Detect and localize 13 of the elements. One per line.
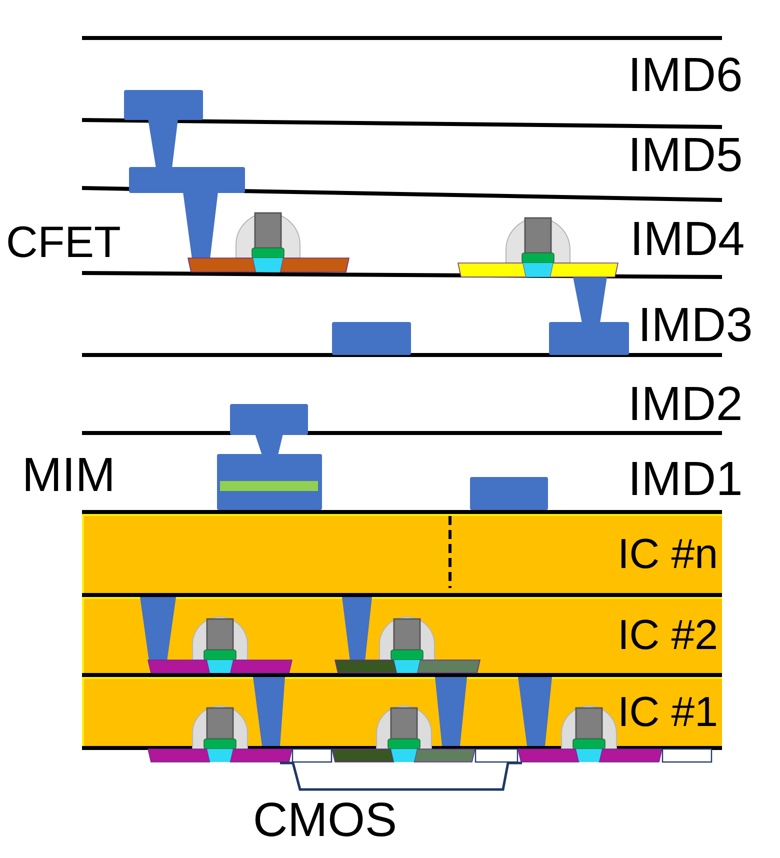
layer-label: IC #n bbox=[618, 532, 718, 574]
layer-label: IMD2 bbox=[628, 381, 743, 429]
layer-label: IC #1 bbox=[618, 690, 718, 732]
device-label: MIM bbox=[22, 452, 116, 500]
device-label: CMOS bbox=[253, 797, 397, 845]
layer-band bbox=[82, 510, 722, 593]
layer-label: IC #2 bbox=[618, 614, 718, 656]
layer-label: IMD5 bbox=[628, 132, 743, 180]
layer-label: IMD1 bbox=[628, 456, 743, 504]
device-label: CFET bbox=[6, 221, 121, 265]
layer-label: IMD3 bbox=[638, 302, 753, 350]
layer-label: IMD4 bbox=[630, 216, 745, 264]
layer-label: IMD6 bbox=[628, 52, 743, 100]
